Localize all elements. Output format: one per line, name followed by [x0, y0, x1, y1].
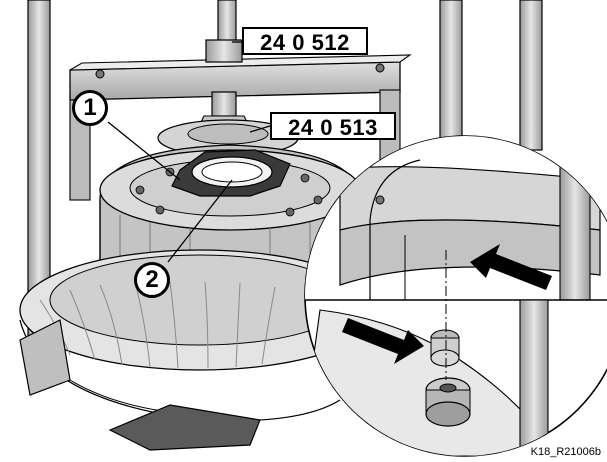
leader-tool-b — [249, 125, 271, 133]
tool-label-240512: 24 0 512 — [242, 27, 368, 55]
leader-lines — [107, 41, 271, 263]
column-far-right — [519, 0, 543, 151]
arrow-right-icon — [342, 318, 424, 364]
leader-1 — [107, 121, 181, 181]
arrow-left-icon — [470, 244, 552, 290]
figure-id: K18_R21006b — [530, 446, 601, 458]
leader-2 — [167, 179, 233, 263]
finned-pulley — [19, 249, 381, 422]
press-base — [19, 319, 261, 451]
tool-label-240513: 24 0 513 — [270, 112, 396, 140]
callout-1: 1 — [72, 90, 108, 126]
sealing-ring — [171, 149, 291, 197]
callout-2: 2 — [134, 262, 170, 298]
